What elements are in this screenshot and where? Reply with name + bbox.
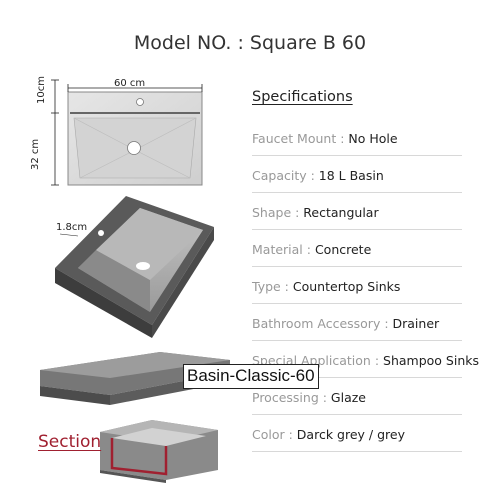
spec-row-shape: Shape : Rectangular bbox=[252, 205, 379, 220]
faucet-hole-icon bbox=[136, 98, 144, 106]
spec-row-material: Material : Concrete bbox=[252, 242, 372, 257]
depth-dimension bbox=[51, 79, 59, 186]
section-label: Section bbox=[38, 432, 102, 452]
divider bbox=[252, 377, 462, 378]
spec-row-capacity: Capacity : 18 L Basin bbox=[252, 168, 384, 183]
product-name-overlay: Basin-Classic-60 bbox=[183, 364, 319, 389]
spec-row-type: Type : Countertop Sinks bbox=[252, 279, 401, 294]
spec-row-bathroom-accessory: Bathroom Accessory : Drainer bbox=[252, 316, 440, 331]
page-title: Model NO. : Square B 60 bbox=[133, 32, 367, 54]
specifications-heading: Specifications bbox=[252, 89, 353, 105]
top-view bbox=[67, 91, 203, 186]
spec-row-faucet-mount: Faucet Mount : No Hole bbox=[252, 131, 398, 146]
section-view bbox=[100, 420, 218, 483]
basin-depth-label: 32 cm bbox=[30, 138, 41, 170]
top-depth-label: 10cm bbox=[36, 76, 47, 104]
divider bbox=[252, 266, 462, 267]
divider bbox=[252, 303, 462, 304]
divider bbox=[252, 192, 462, 193]
divider bbox=[252, 414, 462, 415]
divider bbox=[252, 229, 462, 230]
spec-row-processing: Processing : Glaze bbox=[252, 390, 366, 405]
wall-thickness-label: 1.8cm bbox=[56, 222, 88, 233]
divider bbox=[252, 155, 462, 156]
perspective-view bbox=[55, 196, 214, 338]
divider bbox=[252, 451, 462, 452]
width-dimension bbox=[67, 84, 203, 92]
drain-icon bbox=[127, 141, 141, 155]
width-label: 60 cm bbox=[114, 78, 146, 89]
spec-row-color: Color : Darck grey / grey bbox=[252, 427, 405, 442]
divider bbox=[252, 340, 462, 341]
